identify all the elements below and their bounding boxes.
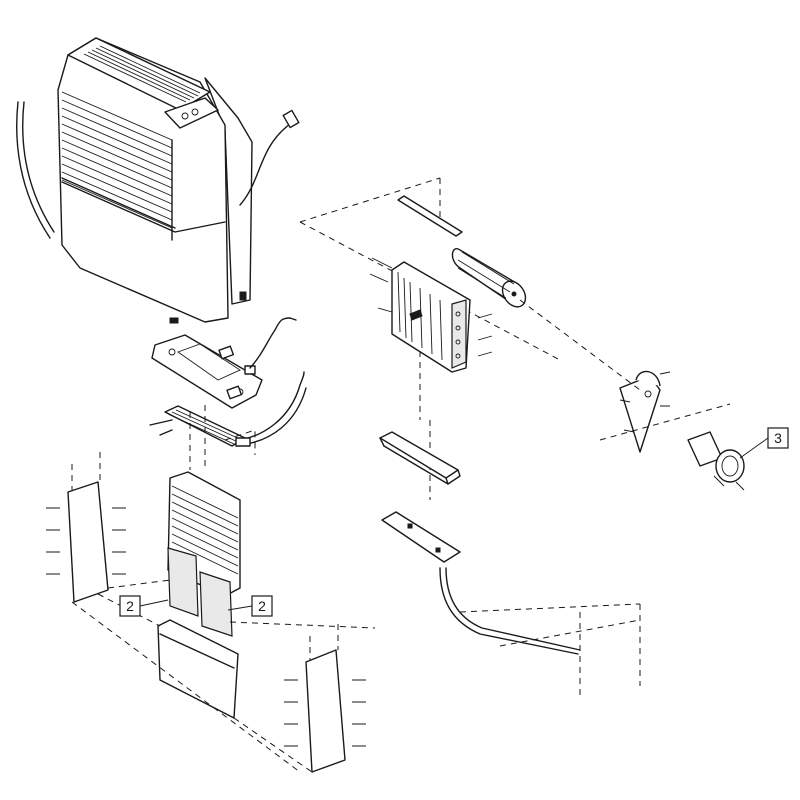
right-side-panel: [284, 624, 366, 773]
callout-2-right-label: 2: [258, 598, 266, 614]
control-board-cover: [151, 317, 297, 409]
right-filter-cartridge: [199, 571, 233, 637]
water-bucket: [157, 619, 239, 719]
wire-harness: [249, 317, 291, 369]
left-filter-cartridge: [167, 547, 199, 617]
callout-3: 3: [739, 427, 789, 459]
left-side-panel: [46, 452, 126, 603]
callout-2-left-label: 2: [126, 598, 134, 614]
base-plate: [381, 511, 461, 563]
callout-3-label: 3: [774, 430, 782, 446]
top-vent-grille: [83, 45, 201, 103]
front-louvre-panel: [61, 91, 173, 241]
air-filter-tray: [149, 405, 246, 447]
drip-tray: [379, 431, 461, 485]
fan-motor: [687, 431, 745, 491]
control-panel: [164, 97, 219, 129]
control-board-clip: [218, 345, 235, 360]
front-grille-assembly: [167, 471, 241, 637]
power-plug: [282, 109, 300, 129]
fan-bracket: [619, 370, 671, 453]
drain-tube: [439, 567, 581, 655]
evaporator-coil: [391, 261, 471, 373]
refrigerant-strip: [397, 195, 463, 237]
sensor-hose: [235, 371, 307, 447]
callout-2-right: 2: [227, 595, 273, 617]
assembled-dehumidifier-unit: [16, 37, 300, 324]
drain-hose: [16, 101, 51, 239]
callout-2-left: 2: [119, 595, 169, 617]
power-cord: [239, 123, 291, 206]
